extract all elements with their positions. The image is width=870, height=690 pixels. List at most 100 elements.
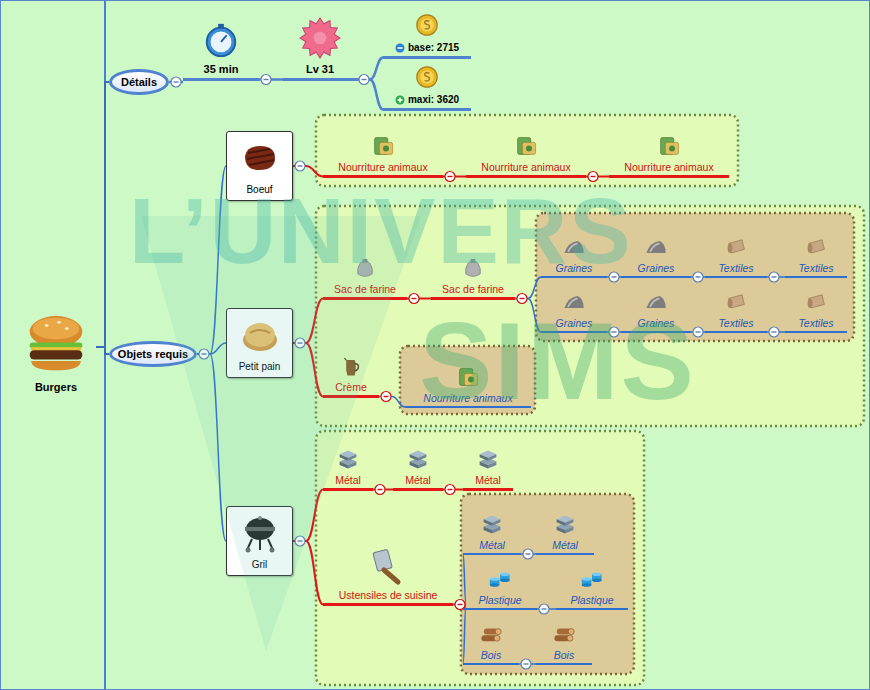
cloth-icon	[804, 235, 828, 259]
connector-line	[453, 554, 466, 605]
seeds-icon-part	[646, 296, 665, 308]
collapse-minus	[298, 342, 303, 343]
seeds-icon	[562, 235, 586, 259]
grill-icon-part	[259, 539, 261, 550]
grill-icon-part	[246, 518, 274, 540]
flour-icon-wrap	[353, 256, 377, 280]
meat-icon-part	[245, 146, 275, 170]
burger-icon	[25, 313, 87, 375]
detail-item: Lv 31	[283, 13, 357, 81]
collapse-minus	[298, 165, 303, 166]
flour-icon-part	[358, 261, 373, 277]
minus-badge-part	[397, 47, 402, 49]
connector-line	[96, 347, 109, 354]
plus-badge-part	[395, 96, 404, 105]
plastic-icon-part	[582, 583, 592, 587]
feed-icon-wrap	[657, 134, 681, 158]
material-item: Sac de farine	[323, 251, 407, 300]
grill-icon	[240, 513, 280, 553]
seeds-icon-part	[564, 296, 583, 308]
cloth-icon-part	[728, 243, 733, 253]
collapse-minus	[591, 176, 596, 177]
seeds-icon-part	[650, 298, 660, 306]
node-label: Objets requis	[118, 348, 188, 360]
coin-icon	[415, 13, 439, 37]
node-label: Métal	[405, 474, 431, 486]
raw-material-item: Métal	[536, 506, 594, 555]
material-item: Nourriture animaux	[323, 125, 443, 178]
material-item: Sac de farine	[431, 251, 515, 300]
group-band	[316, 115, 738, 186]
coin-icon-part	[420, 70, 433, 83]
seeds-icon	[644, 290, 668, 314]
plastic-icon-part	[592, 572, 602, 576]
feed-icon-wrap	[456, 365, 480, 389]
grill-icon-part	[245, 548, 250, 553]
seeds-icon-part	[650, 243, 660, 251]
seeds-icon-wrap	[644, 235, 668, 259]
connector-line	[96, 82, 109, 347]
bun-icon	[240, 315, 280, 355]
collapse-toggle	[295, 536, 305, 546]
plastic-icon-part	[490, 577, 500, 581]
material-item: Crème	[323, 349, 379, 398]
plastic-icon-part	[500, 572, 510, 576]
burger-icon-part	[65, 327, 69, 329]
minus-badge-part	[395, 44, 404, 53]
metal-icon-part	[348, 461, 356, 468]
collapse-toggle	[539, 604, 549, 614]
collapse-minus	[542, 608, 547, 609]
plastic-icon	[580, 567, 604, 591]
coin-icon-wrap	[415, 13, 439, 37]
connector-line	[293, 490, 323, 542]
meat-icon-part	[247, 149, 274, 165]
collapse-minus	[696, 276, 701, 277]
seeds-icon-wrap	[644, 290, 668, 314]
watermark-triangle	[141, 216, 421, 651]
plastic-icon-wrap	[580, 567, 604, 591]
gear-icon-part	[314, 32, 327, 45]
flour-icon-part	[471, 259, 476, 263]
node-label: Textiles	[798, 317, 833, 329]
raw-material-item: Plastique	[556, 561, 628, 610]
wood-icon-part	[568, 629, 574, 635]
collapse-minus	[448, 489, 453, 490]
feed-icon-part	[383, 145, 389, 151]
collapse-minus	[264, 79, 269, 80]
feed-icon	[371, 134, 395, 158]
watermark-text: SIMS	[419, 297, 696, 424]
seeds-icon-wrap	[562, 235, 586, 259]
feed-icon	[514, 134, 538, 158]
material-item: Métal	[463, 441, 513, 491]
spatula-icon-part	[384, 570, 398, 582]
node-label: Graines	[638, 317, 675, 329]
coin-icon-part	[420, 18, 433, 31]
burger-icon-part	[31, 361, 81, 370]
watch-icon-wrap	[202, 21, 240, 59]
node-label: 35 min	[204, 63, 239, 75]
collapse-minus	[612, 331, 617, 332]
material-item: Métal	[393, 441, 443, 491]
collapse-toggle	[523, 549, 533, 559]
collapse-minus	[378, 489, 383, 490]
metal-icon-part	[418, 454, 426, 461]
collapse-toggle	[455, 600, 465, 610]
burger-icon-part	[33, 318, 80, 340]
metal-icon	[406, 447, 430, 471]
collapse-toggle	[693, 272, 703, 282]
meat-icon	[240, 138, 280, 178]
flour-icon	[461, 256, 485, 280]
cloth-icon	[804, 290, 828, 314]
collapse-minus	[174, 81, 179, 82]
collapse-toggle	[261, 75, 271, 85]
metal-icon-wrap	[476, 447, 500, 471]
feed-icon-part	[526, 145, 532, 151]
node-label: Lv 31	[306, 63, 334, 75]
collapse-toggle	[445, 172, 455, 182]
collapse-toggle	[295, 161, 305, 171]
wood-icon-part	[494, 635, 500, 641]
collapse-minus	[384, 396, 389, 397]
